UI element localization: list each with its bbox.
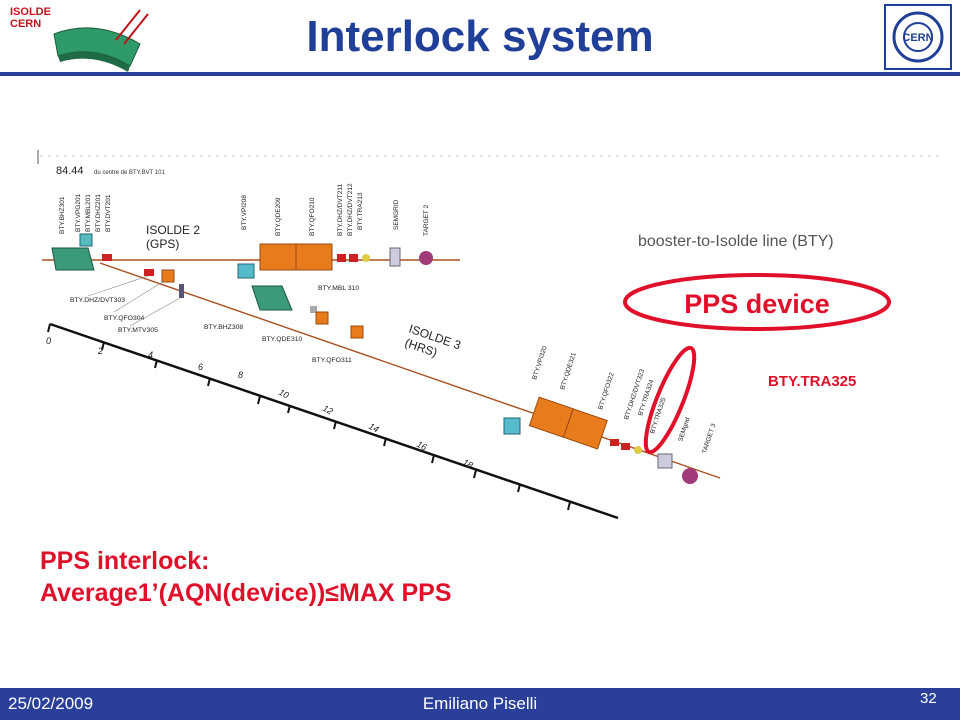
distance-label: 84.44 [56, 165, 84, 177]
scale-ticks [47, 323, 571, 511]
label-semgrid2: SEMGRID [393, 199, 400, 230]
distance-scale-axis [49, 322, 619, 520]
pps-interlock-text: PPS interlock: Average1’(AQN(device))≤MA… [40, 545, 452, 609]
label-vpi208: BTY.VPI208 [241, 195, 248, 230]
label-qfo210: BTY.QFO210 [309, 197, 316, 236]
distance-note: du centre de BTY.BVT 101 [94, 170, 165, 176]
label-qfo322: BTY.QFO322 [597, 371, 616, 410]
target-3-icon [682, 468, 698, 484]
bty-dhz211-icon [337, 254, 346, 262]
label-qde321: BTY.QDE321 [559, 351, 578, 390]
scale-label-0: 0 [46, 336, 51, 346]
label-vpg201: BTY.VPG201 [75, 193, 82, 232]
bty-mtv305-icon [179, 284, 184, 298]
label-dvt201: BTY.DVT201 [105, 194, 112, 232]
bty-bhz308-magnet [251, 285, 293, 311]
scale-label-8: 8 [238, 370, 243, 380]
label-dhz303: BTY.DHZ/DVT303 [70, 297, 125, 304]
bty-dhz323-icon [610, 439, 619, 446]
bty-vpg201-icon [79, 233, 93, 247]
isolde-logo-line1: ISOLDE [10, 6, 51, 18]
bty-mbl310-icon [310, 306, 317, 313]
leader-dhz303 [87, 275, 149, 297]
semgrid-2-icon [389, 247, 401, 267]
label-qde209: BTY.QDE209 [275, 197, 282, 236]
label-vpi320: BTY.VPI320 [531, 345, 549, 381]
label-mbl310: BTY.MBL 310 [318, 285, 359, 292]
leader-qfo304 [113, 280, 165, 313]
bty-dvt201-icon [102, 254, 112, 261]
isolde-magnet-graphic [53, 9, 149, 72]
label-bhz301: BTY.BHZ301 [59, 196, 66, 234]
footer-author: Emiliano Piselli [422, 694, 538, 713]
scale-label-14: 14 [367, 421, 381, 435]
bty-tra325-icon [634, 446, 642, 454]
bty-qfo311-quad [350, 325, 364, 339]
label-dhz212: BTY.DHZ/DVT212 [347, 183, 354, 236]
bty-vpi208-icon [237, 263, 255, 279]
scale-label-16: 16 [415, 439, 429, 453]
page-title: Interlock system [306, 12, 654, 61]
cern-logo-text: CERN [902, 32, 933, 44]
label-dhz211: BTY.DHZ/DVT211 [337, 183, 344, 236]
page-number: 32 [920, 690, 937, 707]
isolde-logo: ISOLDE CERN [6, 4, 156, 74]
bty-dvt323-icon [621, 443, 630, 450]
footer-date: 25/02/2009 [8, 694, 94, 713]
label-target3: TARGET 3 [701, 422, 717, 454]
bty-dhz212-icon [349, 254, 358, 262]
label-bhz308: BTY.BHZ308 [204, 324, 243, 331]
bty-vpi320-icon [503, 417, 521, 435]
title-rule [0, 72, 960, 76]
label-dhz201: BTY.DHZ201 [95, 194, 102, 232]
scale-label-4: 4 [148, 350, 153, 360]
label-semgrid3: SEMgrid [677, 416, 691, 442]
bty-qfo210-quad [295, 243, 333, 271]
footer-bar [0, 688, 960, 720]
scale-label-10: 10 [277, 387, 291, 401]
beamline-diagram: 84.44 du centre de BTY.BVT 101 BTY.BHZ30… [37, 150, 940, 520]
pps-interlock-heading: PPS interlock: [40, 547, 210, 575]
bty-qfo322-quad [562, 408, 608, 450]
bty-tra325-label: BTY.TRA325 [768, 373, 856, 390]
isolde2-label: ISOLDE 2 [146, 223, 200, 237]
leader-mtv305 [129, 297, 181, 327]
label-qde310: BTY.QDE310 [262, 336, 303, 343]
bty-tra213-icon [362, 254, 370, 262]
scale-label-12: 12 [321, 403, 335, 417]
bty-qde310-quad [315, 311, 329, 325]
gps-label: (GPS) [146, 237, 179, 251]
label-qfo304: BTY.QFO304 [104, 315, 145, 322]
pps-device-label: PPS device [684, 289, 830, 319]
bty-qde209-quad [259, 243, 297, 271]
cern-logo-graphic: CERN [892, 11, 944, 63]
bty-dhz303-icon [144, 269, 154, 276]
label-tra213: BTY.TRA213 [357, 192, 364, 230]
label-mbl201: BTY.MBL201 [85, 194, 92, 232]
line-name: booster-to-Isolde line (BTY) [638, 233, 834, 250]
scale-label-2: 2 [97, 346, 103, 356]
pps-interlock-formula: Average1’(AQN(device))≤MAX PPS [40, 579, 452, 607]
scale-label-6: 6 [198, 362, 203, 372]
semgrid-3-icon [657, 453, 673, 469]
scale-label-18: 18 [461, 457, 475, 471]
bty-bhz301-magnet [51, 247, 95, 271]
isolde-logo-line2: CERN [10, 18, 42, 30]
cern-logo: CERN [884, 4, 952, 70]
bty-qfo304-quad [161, 269, 175, 283]
tra325-highlight-oval [643, 345, 697, 455]
label-target2: TARGET 2 [423, 204, 430, 236]
label-qfo311: BTY.QFO311 [312, 357, 352, 364]
label-mtv305: BTY.MTV305 [118, 327, 158, 334]
pps-device-callout [623, 273, 891, 331]
target-2-icon [419, 251, 433, 265]
